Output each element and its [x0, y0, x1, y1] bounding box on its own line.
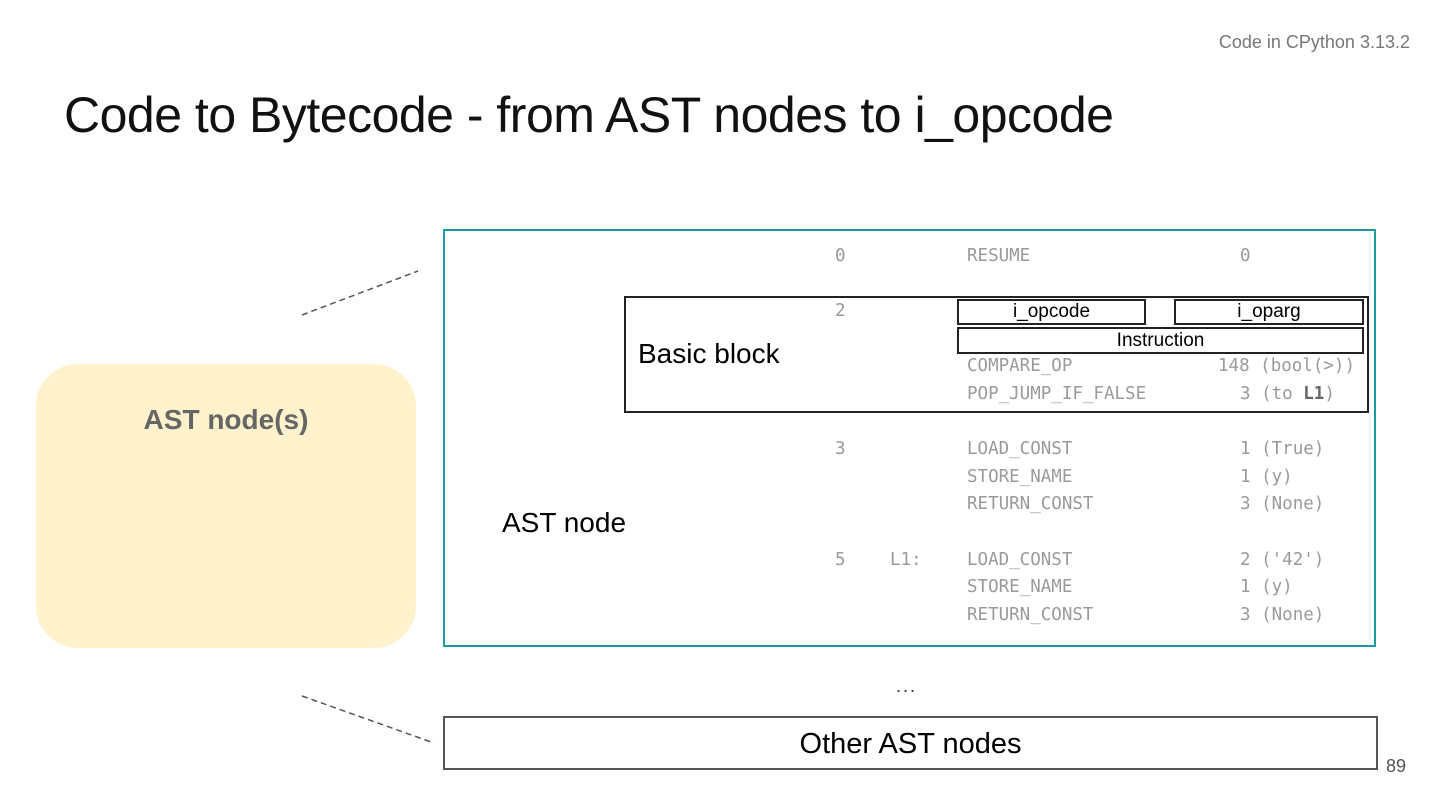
code-arg-extra: (bool(>)) — [1260, 356, 1355, 376]
code-opname: LOAD_CONST — [967, 550, 1073, 570]
ellipsis: ... — [896, 676, 918, 696]
code-arg-value: 3 — [1240, 384, 1251, 404]
code-arg-extra: (y) — [1261, 467, 1293, 487]
code-arg: 0 — [1240, 246, 1251, 266]
code-opname: RESUME — [967, 246, 1031, 266]
i-oparg-box: i_oparg — [1174, 299, 1364, 325]
code-opname: RETURN_CONST — [967, 494, 1094, 514]
code-arg-extra: (to L1) — [1261, 384, 1335, 404]
code-arg: 148 (bool(>)) — [1218, 356, 1355, 376]
other-ast-nodes-box: Other AST nodes — [443, 716, 1378, 770]
code-opname: STORE_NAME — [967, 467, 1073, 487]
code-arg: 1 (y) — [1240, 467, 1293, 487]
source-note: Code in CPython 3.13.2 — [1218, 32, 1410, 52]
ast-node-label: AST node — [502, 507, 627, 538]
ast-nodes-label: AST node(s) — [143, 404, 309, 435]
ast-node-container — [443, 229, 1376, 647]
jump-target-label: L1 — [1303, 384, 1325, 404]
code-arg: 3 (None) — [1240, 605, 1324, 625]
code-arg-extra: (y) — [1261, 577, 1293, 597]
code-opname: POP_JUMP_IF_FALSE — [967, 384, 1147, 404]
code-arg-value: 148 — [1218, 356, 1250, 376]
code-arg-extra: (True) — [1261, 439, 1325, 459]
code-arg-extra: (None) — [1261, 494, 1325, 514]
code-line-number: 2 — [835, 301, 846, 321]
code-arg: 1 (y) — [1240, 577, 1293, 597]
code-arg: 3 (None) — [1240, 494, 1324, 514]
connector-line-top — [301, 270, 419, 316]
code-opname: STORE_NAME — [967, 577, 1073, 597]
basic-block-box — [624, 296, 1369, 413]
code-arg-value: 1 — [1240, 467, 1251, 487]
code-opname: RETURN_CONST — [967, 605, 1094, 625]
code-line-number: 5 — [835, 550, 846, 570]
code-arg-value: 2 — [1240, 550, 1251, 570]
code-arg: 1 (True) — [1240, 439, 1324, 459]
code-arg: 3 (to L1) — [1240, 384, 1335, 404]
i-opcode-box: i_opcode — [957, 299, 1146, 325]
code-arg-value: 1 — [1240, 439, 1251, 459]
code-arg-extra: (None) — [1261, 605, 1325, 625]
code-line-number: 0 — [835, 246, 846, 266]
code-arg-extra: ('42') — [1261, 550, 1325, 570]
instruction-box: Instruction — [957, 327, 1364, 354]
page-number: 89 — [1385, 756, 1406, 776]
code-arg-value: 3 — [1240, 494, 1251, 514]
code-arg: 2 ('42') — [1240, 550, 1324, 570]
ast-nodes-box: AST node(s) — [36, 364, 416, 648]
code-arg-value: 1 — [1240, 577, 1251, 597]
slide-title: Code to Bytecode - from AST nodes to i_o… — [64, 87, 1114, 143]
code-line-number: 3 — [835, 439, 846, 459]
basic-block-label: Basic block — [638, 338, 780, 369]
connector-line-bottom — [301, 695, 435, 744]
code-arg-value: 3 — [1240, 605, 1251, 625]
code-opname: COMPARE_OP — [967, 356, 1073, 376]
code-opname: LOAD_CONST — [967, 439, 1073, 459]
code-jump-label: L1: — [890, 550, 922, 570]
